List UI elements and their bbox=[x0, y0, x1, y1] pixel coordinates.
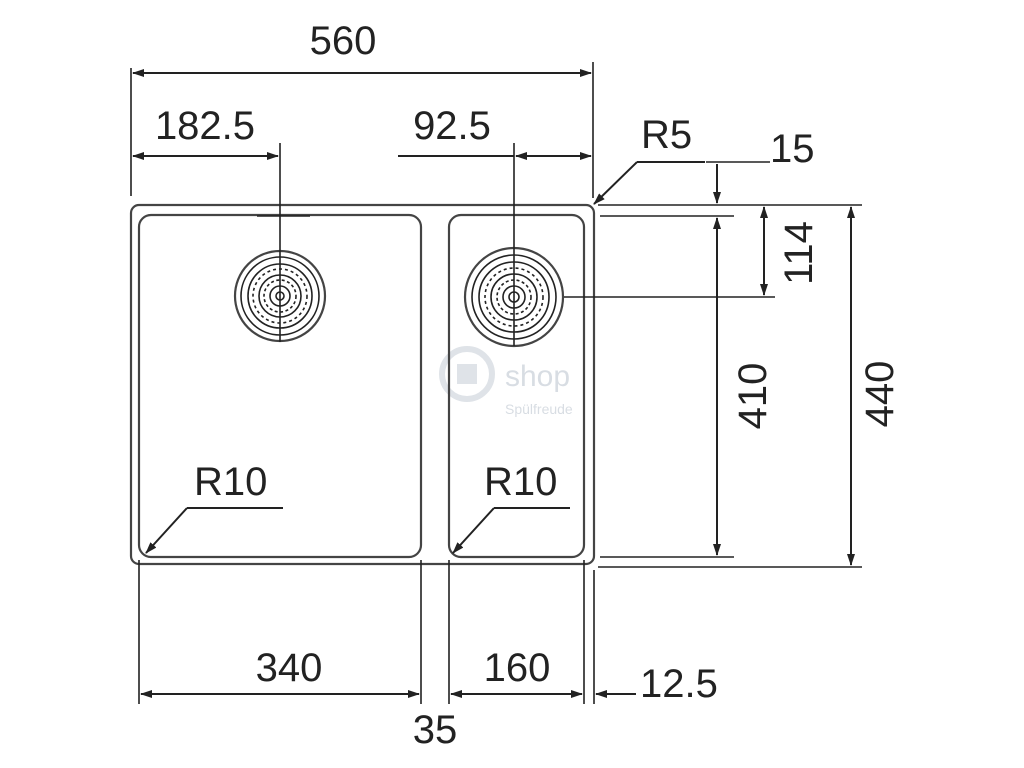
dim-label-r5: R5 bbox=[641, 113, 692, 157]
dim-bowl-depth: 410 bbox=[600, 217, 775, 558]
dim-left-bowl-radius: R10 bbox=[145, 460, 283, 554]
dim-label-r10-right: R10 bbox=[484, 460, 557, 504]
dim-label-440: 440 bbox=[858, 361, 902, 428]
dim-label-160: 160 bbox=[484, 646, 551, 690]
dim-right-bowl-width: 160 bbox=[450, 646, 583, 698]
dim-label-15: 15 bbox=[770, 127, 815, 171]
dim-left-drain-offset: 182.5 bbox=[132, 104, 281, 342]
dim-left-bowl-width: 340 bbox=[140, 646, 420, 698]
dim-outer-radius: R5 bbox=[593, 113, 705, 205]
sink-outer-rim bbox=[129, 203, 596, 566]
dim-edge-margin: 12.5 bbox=[595, 662, 718, 706]
watermark-logo-icon bbox=[439, 346, 495, 402]
dim-overall-depth: 440 bbox=[598, 206, 902, 568]
dim-divider-width: 35 bbox=[413, 708, 458, 752]
dim-label-r10-left: R10 bbox=[194, 460, 267, 504]
dim-label-12-5: 12.5 bbox=[640, 662, 718, 706]
dim-label-410: 410 bbox=[731, 363, 775, 430]
dim-label-114: 114 bbox=[777, 221, 821, 285]
dim-overall-width: 560 bbox=[130, 19, 594, 198]
watermark: shop Spülfreude bbox=[439, 346, 573, 417]
dim-label-92-5: 92.5 bbox=[413, 104, 491, 148]
dim-right-bowl-radius: R10 bbox=[452, 460, 570, 554]
dim-label-182-5: 182.5 bbox=[155, 104, 255, 148]
dim-label-340: 340 bbox=[256, 646, 323, 690]
watermark-brand: shop bbox=[505, 360, 570, 393]
watermark-tagline: Spülfreude bbox=[505, 401, 573, 417]
bottom-extension-lines bbox=[138, 560, 595, 704]
dim-drain-from-top: 114 bbox=[564, 206, 821, 298]
dim-label-35: 35 bbox=[413, 708, 458, 752]
right-bowl bbox=[447, 213, 586, 559]
dim-rim-top: 15 bbox=[598, 127, 862, 217]
dim-label-560: 560 bbox=[310, 19, 377, 63]
dim-right-drain-offset: 92.5 bbox=[398, 104, 592, 346]
